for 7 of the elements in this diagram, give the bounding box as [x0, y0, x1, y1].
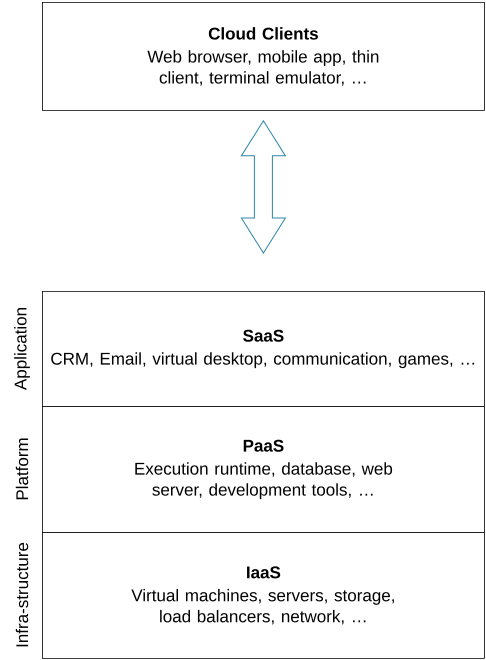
side-label: Application: [14, 308, 30, 390]
side-label: Platform: [16, 438, 28, 500]
layer-box: Cloud Clients Web browser, mobile app, thin client, terminal emulator, …: [42, 2, 485, 111]
layer-box: PaaS Execution runtime, database, web server, development tools, …: [42, 406, 485, 533]
side-label: Infra-structure: [16, 542, 28, 646]
layer-box: SaaS CRM, Email, virtual desktop, communication, games, …: [42, 291, 485, 407]
layer-box: IaaS Virtual machines, servers, storage, load balancers, network, …: [42, 532, 485, 659]
